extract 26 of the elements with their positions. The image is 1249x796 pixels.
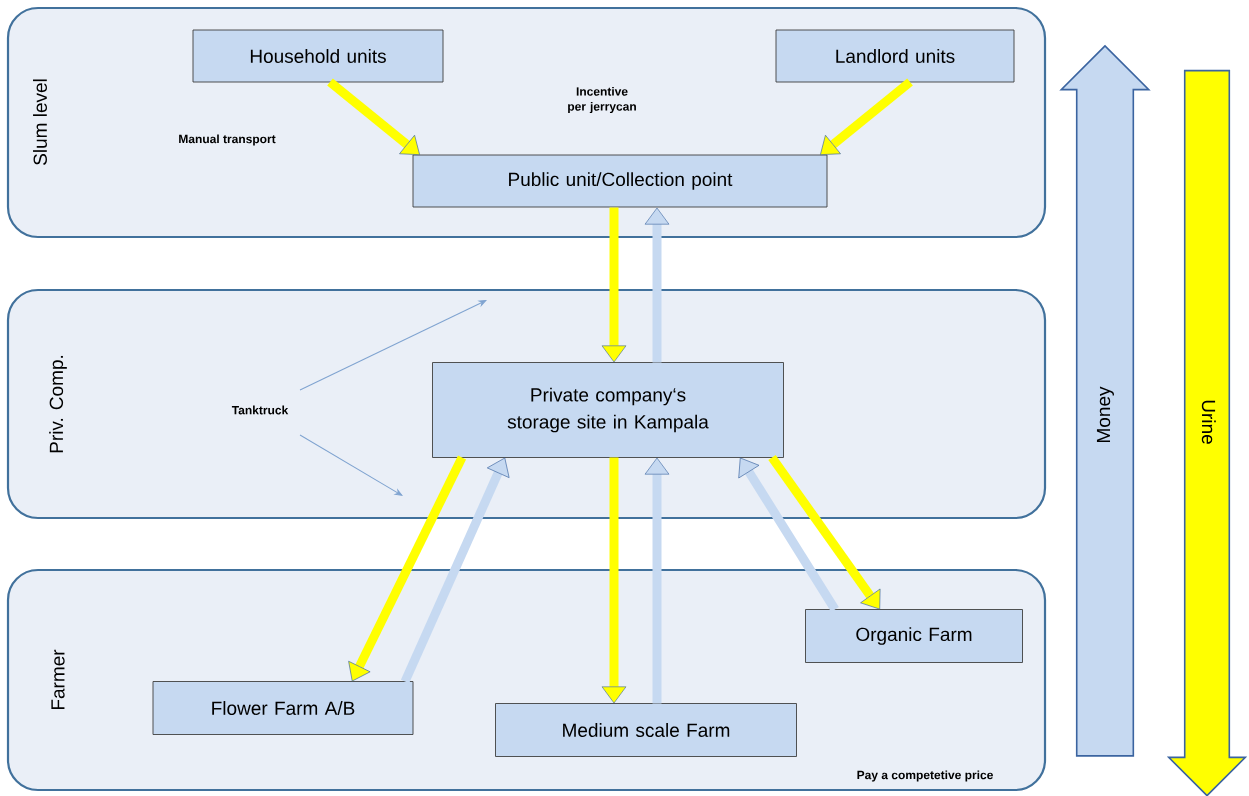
annotation-text: Incentive per jerrycan <box>568 86 636 114</box>
band-heading: Priv. Comp. <box>49 355 67 453</box>
process-box: Public unit/Collection point <box>412 154 828 208</box>
block-arrow <box>348 455 467 682</box>
band-heading: Slum level <box>33 79 47 165</box>
process-box: Household units <box>192 29 444 83</box>
annotation-text: Pay a competetive price <box>857 770 993 782</box>
arrow <box>299 300 487 391</box>
process-box: Private company‘s storage site in Kampala <box>432 362 784 458</box>
process-box: Landlord units <box>775 29 1015 83</box>
band-heading: Farmer <box>51 649 65 710</box>
annotation-text: Tanktruck <box>231 405 289 415</box>
block-arrow <box>644 207 670 363</box>
process-box: Medium scale Farm <box>495 703 797 757</box>
annotation-text: Manual transport <box>179 134 276 146</box>
block-arrow <box>601 457 627 704</box>
block-arrow <box>768 454 881 610</box>
block-arrow <box>601 207 627 363</box>
process-box: Flower Farm A/B <box>152 681 414 735</box>
block-arrow <box>327 78 420 155</box>
block-arrow <box>738 457 839 612</box>
arrow <box>299 434 403 496</box>
block-arrow <box>644 457 670 704</box>
block-arrow <box>400 457 510 684</box>
process-box: Organic Farm <box>805 609 1023 663</box>
block-arrow <box>820 78 913 155</box>
